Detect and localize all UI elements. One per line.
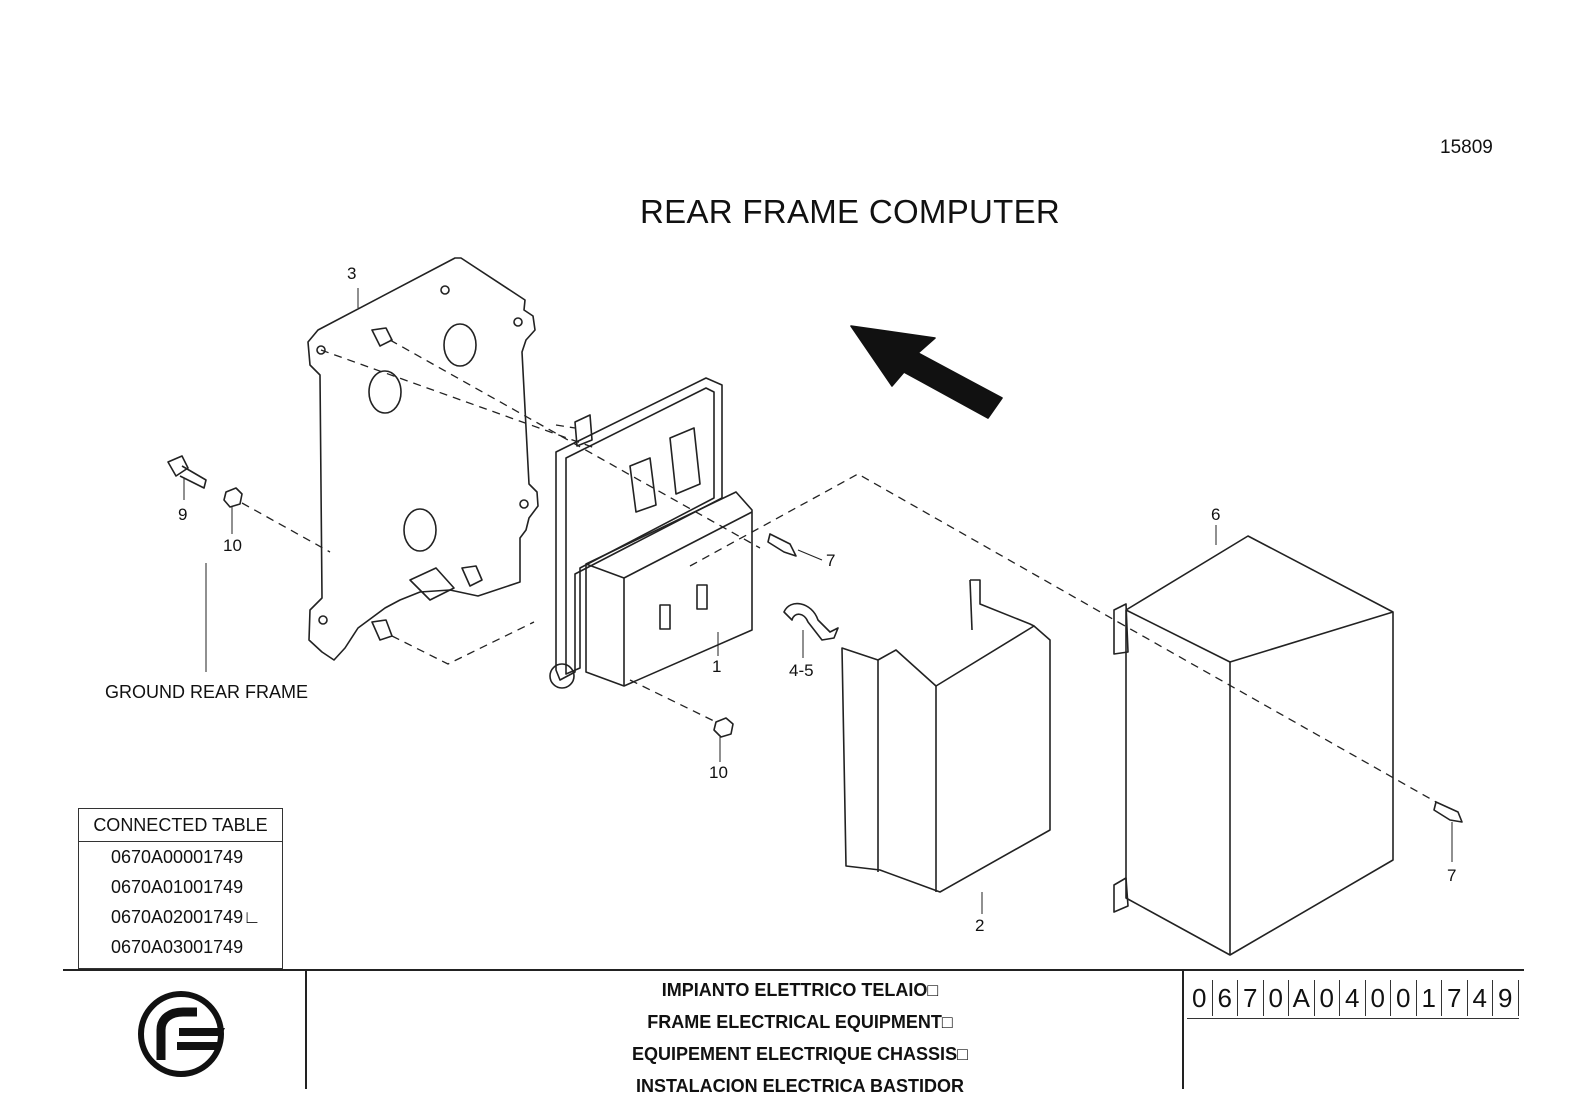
part-number-digit: 7 xyxy=(1442,980,1468,1016)
mounting-plate xyxy=(307,257,539,661)
connected-table-row: 0670A02001749∟ xyxy=(111,907,261,927)
part-number-digit: 6 xyxy=(1213,980,1238,1016)
connected-table-header: CONNECTED TABLE xyxy=(79,809,282,842)
nut xyxy=(223,487,243,508)
description-it: IMPIANTO ELETTRICO TELAIO□ xyxy=(661,980,939,1000)
callout-10: 10 xyxy=(223,536,242,555)
bolt xyxy=(167,455,207,489)
part-number-digit: A xyxy=(1289,980,1315,1016)
screw xyxy=(1433,801,1463,823)
part-number-digit: 0 xyxy=(1264,980,1289,1016)
connected-table-row: 0670A01001749 xyxy=(111,877,244,897)
callout-9: 9 xyxy=(178,505,188,524)
page-title: REAR FRAME COMPUTER xyxy=(640,193,1061,230)
company-logo-icon xyxy=(138,991,225,1077)
part-number-digit: 7 xyxy=(1238,980,1264,1016)
callout-7: 7 xyxy=(826,551,836,570)
screw xyxy=(767,533,797,557)
callout-6: 6 xyxy=(1211,505,1221,524)
cable-clip xyxy=(783,602,839,641)
callout-10b: 10 xyxy=(709,763,728,782)
connected-table-row: 0670A00001749 xyxy=(111,847,244,867)
cover xyxy=(841,579,1051,893)
description-en: FRAME ELECTRICAL EQUIPMENT□ xyxy=(647,1012,953,1032)
footer-rule xyxy=(63,969,1524,971)
description-fr: EQUIPEMENT ELECTRIQUE CHASSIS□ xyxy=(632,1044,968,1064)
callout-1: 1 xyxy=(712,657,722,676)
connected-table-row: 0670A03001749 xyxy=(111,937,244,957)
part-number-digit: 1 xyxy=(1417,980,1442,1016)
drawing-code: 15809 xyxy=(1440,137,1493,158)
part-number-digit: 4 xyxy=(1468,980,1493,1016)
callout-4-5: 4-5 xyxy=(789,661,814,680)
computer-unit xyxy=(549,377,753,689)
direction-arrow xyxy=(850,325,1003,419)
footer-divider xyxy=(1182,971,1184,1089)
part-number-digit: 0 xyxy=(1187,980,1213,1016)
callout-7b: 7 xyxy=(1447,866,1457,885)
nut xyxy=(713,717,734,738)
footer-divider xyxy=(305,971,307,1089)
callout-3: 3 xyxy=(347,264,357,283)
part-number-digit: 4 xyxy=(1340,980,1366,1016)
part-number-digit: 0 xyxy=(1366,980,1391,1016)
part-number-digit: 9 xyxy=(1493,980,1519,1016)
connected-table: CONNECTED TABLE 0670A00001749 0670A01001… xyxy=(78,808,283,969)
ground-rear-frame-label: GROUND REAR FRAME xyxy=(105,682,309,702)
housing-box xyxy=(1113,535,1394,956)
part-number-digit: 0 xyxy=(1391,980,1417,1016)
description-es: INSTALACION ELECTRICA BASTIDOR xyxy=(636,1076,964,1096)
callout-2: 2 xyxy=(975,916,985,935)
part-number-digit: 0 xyxy=(1315,980,1340,1016)
